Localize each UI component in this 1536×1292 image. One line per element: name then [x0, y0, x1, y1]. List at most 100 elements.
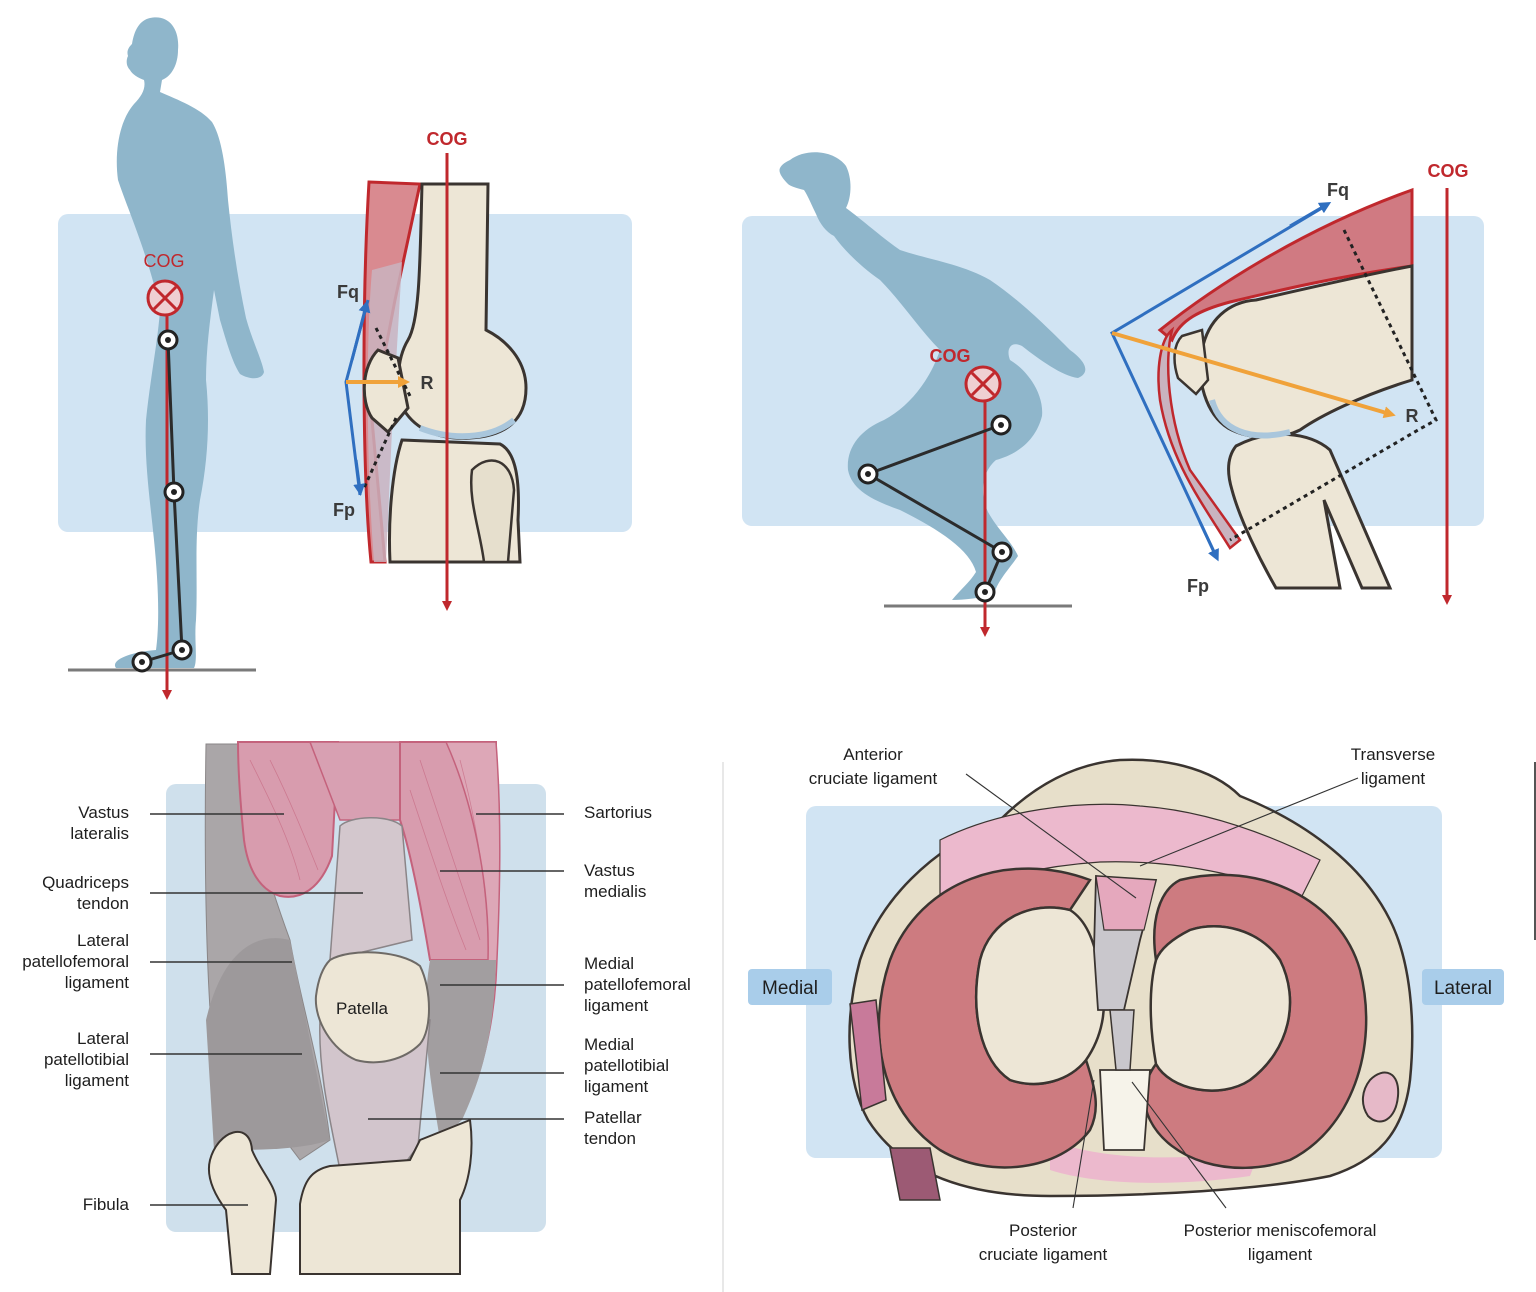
label-line: Fibula	[83, 1195, 130, 1214]
label-line: Medial	[584, 954, 634, 973]
leg-linkage	[864, 423, 1004, 593]
panel-standing: COG COG Fq Fp R	[58, 17, 632, 700]
label-line: Lateral	[77, 931, 129, 950]
joint-marker	[991, 541, 1013, 563]
femur-bone	[1198, 264, 1414, 439]
lateral-tag: Lateral	[1422, 969, 1504, 1005]
dashed-moment-arm	[362, 417, 398, 489]
medial-collateral-section	[849, 999, 887, 1112]
quadriceps-tendon	[329, 817, 413, 961]
leg-linkage	[141, 339, 184, 664]
semimembranosus-section	[889, 1147, 941, 1201]
svg-text:Sartorius: Sartorius	[584, 803, 652, 822]
lateral-plateau	[1149, 925, 1292, 1092]
fp-label: Fp	[333, 500, 355, 520]
right-label-medial-patellofemoral-ligament: Medial patellofemoral ligament	[440, 954, 691, 1015]
tibia-bone	[1227, 432, 1393, 590]
svg-text:Fibula: Fibula	[83, 1195, 130, 1214]
label-line: tendon	[77, 894, 129, 913]
label-line: ligament	[1248, 1245, 1313, 1264]
label-posterior-cruciate: Posterior cruciate ligament	[979, 1221, 1108, 1264]
medial-ligament-band	[425, 960, 496, 1140]
acl-pink-fibers	[1095, 875, 1157, 931]
force-fp-arrow	[353, 459, 366, 496]
label-line: Vastus	[584, 861, 635, 880]
label-line: ligament	[65, 973, 130, 992]
label-line: Transverse	[1351, 745, 1435, 764]
dashed-moment-arm	[1229, 229, 1438, 542]
right-label-vastus-medialis: Vastus medialis	[440, 861, 646, 901]
joint-marker	[131, 651, 153, 673]
patellar-tendon-soft	[1157, 326, 1242, 550]
knee-cog-label: COG	[1427, 161, 1468, 181]
fp-label: Fp	[1187, 576, 1209, 596]
label-line: ligament	[1361, 769, 1426, 788]
label-line: Posterior meniscofemoral	[1184, 1221, 1377, 1240]
leader-transverse	[1139, 777, 1359, 867]
fq-label: Fq	[1327, 180, 1349, 200]
joint-marker	[990, 414, 1012, 436]
panel-tibial-plateau: Medial Lateral Anterior cruciate ligament…	[748, 745, 1504, 1264]
intercondylar-stalk	[1109, 1009, 1135, 1071]
cog-marker-icon	[964, 365, 1002, 403]
leader-acl	[965, 773, 1137, 899]
label-line: Vastus	[78, 803, 129, 822]
joint-marker	[171, 639, 193, 661]
patella-label: Patella	[336, 999, 389, 1018]
tibia-bone	[299, 1118, 473, 1275]
joint-marker	[163, 481, 185, 503]
label-line: tendon	[584, 1129, 636, 1148]
patella-bone	[314, 951, 430, 1064]
label-line: cruciate ligament	[979, 1245, 1108, 1264]
standing-person-silhouette	[114, 17, 265, 668]
squatting-person-silhouette	[779, 152, 1086, 601]
label-line: medialis	[584, 882, 646, 901]
label-line: ligament	[65, 1071, 130, 1090]
label-line: cruciate ligament	[809, 769, 938, 788]
fibula-bone	[208, 1130, 278, 1275]
force-fp-arrow	[1198, 521, 1219, 562]
force-fq-arrow	[350, 300, 371, 361]
leader-pmfl	[1131, 1081, 1227, 1209]
medial-tag: Medial	[748, 969, 832, 1005]
knee-lateral-flexed	[1110, 187, 1452, 605]
fq-label: Fq	[337, 282, 359, 302]
knee-lateral-extended	[344, 153, 528, 611]
lateral-tag-label: Lateral	[1434, 978, 1492, 999]
joint-marker	[974, 581, 996, 603]
label-line: ligament	[584, 996, 649, 1015]
cartilage	[1209, 399, 1291, 439]
resultant-label: R	[1406, 406, 1419, 426]
right-label-sartorius: Sartorius	[476, 803, 652, 822]
patella-bone	[1173, 328, 1210, 396]
label-line: ligament	[584, 1077, 649, 1096]
leader-pcl	[1072, 1079, 1095, 1209]
fibula-bone	[470, 459, 516, 564]
muscle-fiber-lines	[249, 759, 489, 951]
label-line: Sartorius	[584, 803, 652, 822]
label-transverse: Transverse ligament	[1351, 745, 1435, 788]
fibular-head-section	[1362, 1071, 1400, 1123]
label-line: lateralis	[70, 824, 129, 843]
label-line: Posterior	[1009, 1221, 1077, 1240]
panel-squat: COG COG Fq Fp R	[742, 152, 1484, 637]
joint-marker	[157, 329, 179, 351]
label-posterior-meniscofemoral: Posterior meniscofemoral ligament	[1184, 1221, 1377, 1264]
left-label-vastus-lateralis: Vastus lateralis	[70, 803, 284, 843]
label-line: Anterior	[843, 745, 903, 764]
label-line: Medial	[584, 1035, 634, 1054]
cartilage	[418, 417, 516, 440]
label-line: patellofemoral	[584, 975, 691, 994]
